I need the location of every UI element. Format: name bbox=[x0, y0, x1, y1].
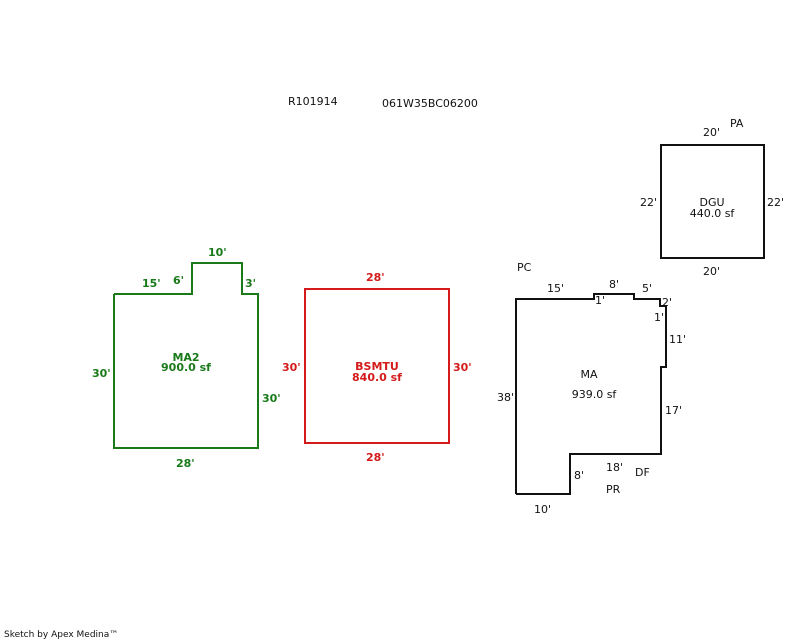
ma-dim-inner-horiz: 18' bbox=[606, 461, 623, 474]
bsmtu-dim-left: 30' bbox=[282, 361, 301, 374]
ma-label-pc: PC bbox=[517, 261, 532, 274]
footer-credit: Sketch by Apex Medina™ bbox=[4, 630, 118, 640]
ma-dim-step1: 1' bbox=[595, 294, 605, 307]
ma-dim-bottom: 10' bbox=[534, 503, 551, 516]
ma-dim-left: 38' bbox=[497, 391, 514, 404]
bsmtu-area: 840.0 sf bbox=[352, 371, 402, 384]
bsmtu-outline bbox=[304, 288, 450, 444]
ma2-dim-notch-left: 6' bbox=[173, 274, 184, 287]
dgu-name: DGU bbox=[699, 196, 724, 209]
ma2-dim-notch-right: 3' bbox=[245, 277, 256, 290]
ma2-name: MA2 bbox=[172, 351, 199, 364]
ma-dim-right-upper: 11' bbox=[669, 333, 686, 346]
bsmtu-dim-top: 28' bbox=[366, 271, 385, 284]
ma-dim-step3: 1' bbox=[654, 311, 664, 324]
ma-dim-top-mid: 8' bbox=[609, 278, 619, 291]
ma-outline bbox=[515, 293, 667, 495]
ma2-dim-left: 30' bbox=[92, 367, 111, 380]
ma2-dim-right: 30' bbox=[262, 392, 281, 405]
ma-area: 939.0 sf bbox=[572, 388, 618, 401]
bsmtu-dim-bottom: 28' bbox=[366, 451, 385, 464]
ma-name: MA bbox=[580, 368, 597, 381]
dgu-dim-bottom: 20' bbox=[703, 265, 720, 278]
ma-dim-top-left: 15' bbox=[547, 282, 564, 295]
ma-dim-inner-vert: 8' bbox=[574, 469, 584, 482]
map-tax-lot: 061W35BC06200 bbox=[382, 97, 478, 110]
ma-dim-top-right: 5' bbox=[642, 282, 652, 295]
ma-label-pr: PR bbox=[606, 483, 621, 496]
ma2-dim-bottom: 28' bbox=[176, 457, 195, 470]
dgu-dim-right: 22' bbox=[767, 196, 784, 209]
ma2-outline bbox=[113, 262, 259, 449]
dgu-dim-left: 22' bbox=[640, 196, 657, 209]
bsmtu-dim-right: 30' bbox=[453, 361, 472, 374]
ma2-dim-top-left: 15' bbox=[142, 277, 161, 290]
dgu-outline bbox=[660, 144, 765, 259]
ma-dim-right-lower: 17' bbox=[665, 404, 682, 417]
ma2-area: 900.0 sf bbox=[161, 361, 211, 374]
bsmtu-name: BSMTU bbox=[355, 360, 399, 373]
ma2-dim-notch-top: 10' bbox=[208, 246, 227, 259]
dgu-area: 440.0 sf bbox=[690, 207, 736, 220]
ma-dim-step2: 2' bbox=[662, 296, 672, 309]
ma-label-df: DF bbox=[635, 466, 650, 479]
dgu-dim-top: 20' bbox=[703, 126, 720, 139]
parcel-id: R101914 bbox=[288, 95, 338, 108]
dgu-label-pa: PA bbox=[730, 117, 744, 130]
